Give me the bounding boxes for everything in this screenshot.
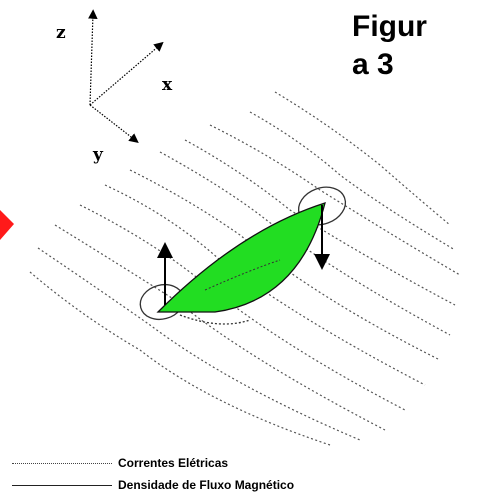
- legend-item-flux: Densidade de Fluxo Magnético: [12, 478, 294, 492]
- z-axis-label: z: [56, 23, 66, 43]
- x-axis-label: x: [162, 75, 173, 95]
- legend-currents-label: Correntes Elétricas: [118, 456, 229, 470]
- figure-title-line1: Figur: [352, 10, 427, 43]
- figure-title-line2: a 3: [352, 48, 394, 81]
- y-axis-label: y: [92, 145, 104, 165]
- red-pointer-marker: [0, 210, 14, 240]
- figure-title: Figur a 3: [352, 8, 472, 84]
- electric-current-lines: [29, 91, 461, 446]
- coordinate-axes: z x y: [56, 9, 173, 165]
- legend-solid-line: [12, 484, 112, 486]
- y-axis: [89, 104, 139, 143]
- legend-item-currents: Correntes Elétricas: [12, 456, 228, 470]
- legend-dotted-line: [12, 462, 112, 464]
- green-conductor: [156, 202, 326, 313]
- conductor-inner-dotted: [204, 259, 281, 291]
- z-axis: [88, 9, 98, 106]
- x-axis: [89, 41, 164, 106]
- legend-flux-label: Densidade de Fluxo Magnético: [118, 478, 295, 492]
